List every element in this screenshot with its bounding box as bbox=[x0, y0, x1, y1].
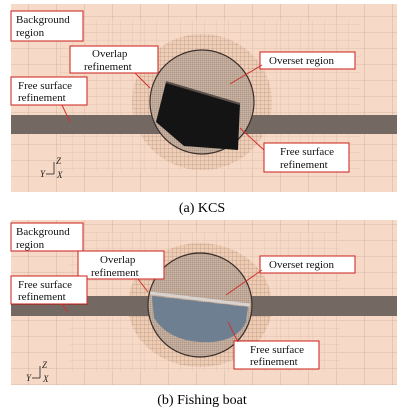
callout-overlap-a: Overlap refinement bbox=[69, 45, 159, 74]
ship-hull bbox=[156, 82, 240, 150]
svg-text:Y: Y bbox=[26, 373, 32, 383]
svg-text:refinement: refinement bbox=[18, 291, 66, 303]
caption-b: (b) Fishing boat bbox=[157, 393, 247, 408]
overset-region-border bbox=[149, 49, 255, 155]
callout-background-b: Background region bbox=[10, 222, 84, 252]
leader-free-surface-right-a bbox=[239, 127, 265, 151]
ship-deck-line bbox=[165, 81, 241, 105]
leader-overset-b bbox=[225, 269, 263, 296]
leader-free-surface-left-b bbox=[61, 303, 69, 313]
svg-text:Overlap: Overlap bbox=[92, 48, 128, 60]
svg-text:region: region bbox=[16, 239, 45, 251]
svg-text:Free surface: Free surface bbox=[250, 344, 304, 356]
leader-free-surface-left-a bbox=[61, 104, 71, 123]
callout-free-surface-left-a: Free surface refinement bbox=[10, 76, 88, 106]
svg-text:refinement: refinement bbox=[91, 267, 139, 279]
callout-overset-a: Overset region bbox=[259, 51, 356, 70]
callout-background-a: Background region bbox=[10, 10, 84, 42]
svg-text:Z: Z bbox=[42, 360, 48, 370]
leader-free-surface-right-b bbox=[227, 321, 239, 343]
callout-free-surface-right-b: Free surface refinement bbox=[233, 340, 320, 370]
svg-text:refinement: refinement bbox=[18, 92, 66, 104]
svg-text:refinement: refinement bbox=[280, 159, 328, 171]
callout-overlap-b: Overlap refinement bbox=[77, 250, 165, 280]
svg-text:X: X bbox=[42, 374, 49, 384]
leader-overlap-b bbox=[137, 278, 149, 293]
panel-a bbox=[11, 4, 397, 192]
svg-text:refinement: refinement bbox=[84, 61, 132, 73]
ship-hull bbox=[152, 296, 248, 343]
svg-text:X: X bbox=[56, 170, 63, 180]
leader-overlap-a bbox=[134, 72, 151, 89]
svg-text:Overlap: Overlap bbox=[100, 254, 136, 266]
axis-triad-b: Z Y X bbox=[26, 360, 49, 384]
svg-text:Background: Background bbox=[16, 14, 70, 26]
leader-overset-a bbox=[229, 64, 263, 85]
svg-text:Free surface: Free surface bbox=[18, 80, 72, 92]
svg-text:Z: Z bbox=[56, 156, 62, 166]
callout-free-surface-left-b: Free surface refinement bbox=[10, 275, 88, 305]
svg-text:Y: Y bbox=[40, 169, 46, 179]
svg-text:Overset region: Overset region bbox=[269, 259, 335, 271]
caption-a: (a) KCS bbox=[179, 201, 225, 216]
svg-text:Background: Background bbox=[16, 226, 70, 238]
axis-triad-a: Z Y X bbox=[40, 156, 63, 180]
overset-region-border bbox=[147, 252, 253, 358]
callout-overset-b: Overset region bbox=[259, 255, 356, 274]
svg-text:region: region bbox=[16, 27, 45, 39]
svg-text:Free surface: Free surface bbox=[18, 279, 72, 291]
ship-deck-line bbox=[149, 291, 251, 307]
svg-text:Free surface: Free surface bbox=[280, 146, 334, 158]
svg-text:Overset region: Overset region bbox=[269, 55, 335, 67]
svg-text:refinement: refinement bbox=[250, 356, 298, 368]
callout-free-surface-right-a: Free surface refinement bbox=[263, 142, 350, 173]
